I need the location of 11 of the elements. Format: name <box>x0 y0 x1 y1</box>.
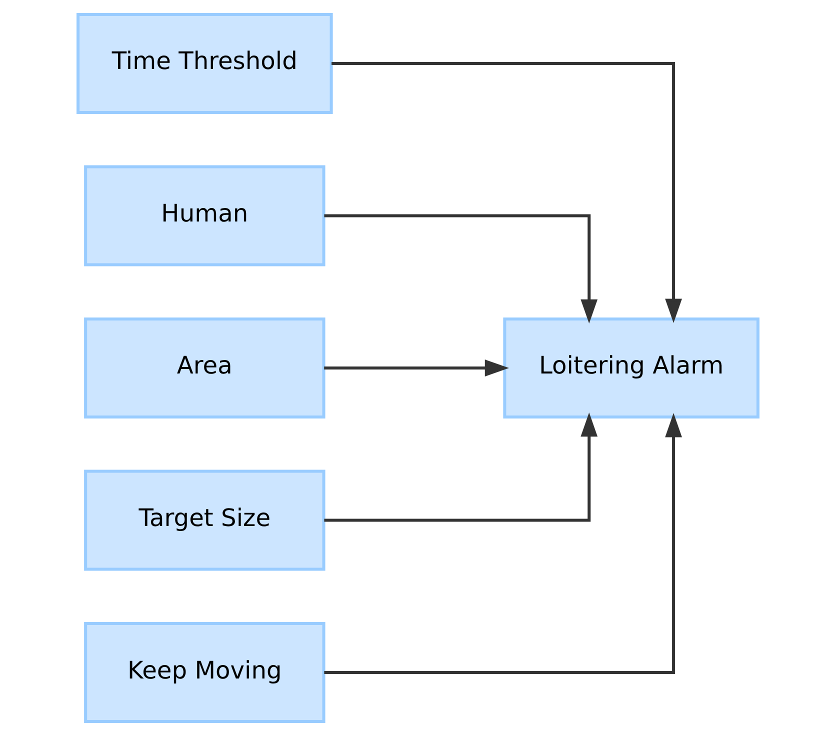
arrow <box>324 214 598 324</box>
node-box: Loitering Alarm <box>503 318 760 418</box>
node-box: Area <box>84 318 326 418</box>
arrow <box>332 62 682 323</box>
arrow <box>324 413 682 674</box>
node-box: Target Size <box>84 470 326 571</box>
node-box: Human <box>84 165 326 266</box>
node-box: Time Threshold <box>76 12 333 114</box>
node-box: Keep Moving <box>84 622 326 724</box>
arrow <box>324 412 598 522</box>
arrow <box>324 360 510 376</box>
